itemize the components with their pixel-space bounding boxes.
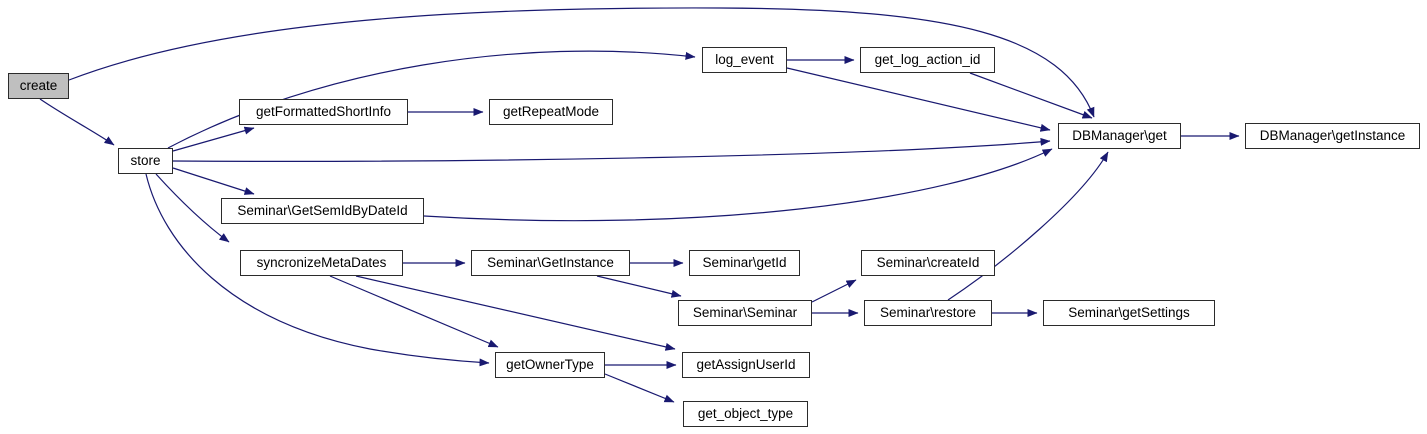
- edge-seminar_seminar-to-seminar_createid: [811, 279, 857, 303]
- node-get_log_action_id[interactable]: get_log_action_id: [860, 47, 995, 73]
- node-get_object_type[interactable]: get_object_type: [683, 401, 808, 427]
- edge-store-to-log_event: [167, 50, 696, 149]
- edge-store-to-getFormattedShortInfo: [172, 126, 255, 152]
- node-getFormattedShortInfo[interactable]: getFormattedShortInfo: [239, 99, 408, 125]
- edge-syncronizeMetaDates-to-getOwnerType: [329, 275, 499, 348]
- edge-create-to-dbmanager_get: [68, 7, 1095, 118]
- node-seminar_getsettings[interactable]: Seminar\getSettings: [1043, 300, 1215, 326]
- edge-seminar_getsemidbydateid-to-dbmanager_get: [423, 148, 1053, 222]
- node-seminar_getsemidbydateid[interactable]: Seminar\GetSemIdByDateId: [221, 198, 424, 224]
- node-seminar_seminar[interactable]: Seminar\Seminar: [678, 300, 812, 326]
- edge-store-to-dbmanager_get: [172, 137, 1051, 162]
- edge-store-to-seminar_getsemidbydateid: [172, 167, 255, 195]
- node-dbmanager_get[interactable]: DBManager\get: [1058, 123, 1181, 149]
- node-seminar_getinstance[interactable]: Seminar\GetInstance: [471, 250, 630, 276]
- edge-get_log_action_id-to-dbmanager_get: [969, 72, 1093, 119]
- node-store[interactable]: store: [118, 148, 173, 174]
- edge-getOwnerType-to-get_object_type: [604, 373, 675, 403]
- edge-seminar_restore-to-dbmanager_get: [947, 151, 1109, 301]
- node-getRepeatMode[interactable]: getRepeatMode: [489, 99, 613, 125]
- node-dbmanager_getinstance[interactable]: DBManager\getInstance: [1245, 123, 1420, 149]
- node-create[interactable]: create: [8, 73, 69, 99]
- node-getAssignUserId[interactable]: getAssignUserId: [682, 352, 810, 378]
- node-seminar_restore[interactable]: Seminar\restore: [864, 300, 992, 326]
- edge-create-to-store: [39, 98, 115, 146]
- node-log_event[interactable]: log_event: [702, 47, 787, 73]
- node-seminar_getid[interactable]: Seminar\getId: [689, 250, 800, 276]
- edge-store-to-syncronizeMetaDates: [155, 173, 230, 243]
- edge-seminar_getinstance-to-seminar_seminar: [596, 275, 682, 298]
- node-getOwnerType[interactable]: getOwnerType: [495, 352, 605, 378]
- node-syncronizeMetaDates[interactable]: syncronizeMetaDates: [240, 250, 403, 276]
- edge-store-to-getOwnerType: [145, 173, 490, 367]
- node-seminar_createid[interactable]: Seminar\createId: [861, 250, 995, 276]
- edge-log_event-to-dbmanager_get: [786, 67, 1051, 132]
- edge-syncronizeMetaDates-to-getAssignUserId: [355, 275, 676, 351]
